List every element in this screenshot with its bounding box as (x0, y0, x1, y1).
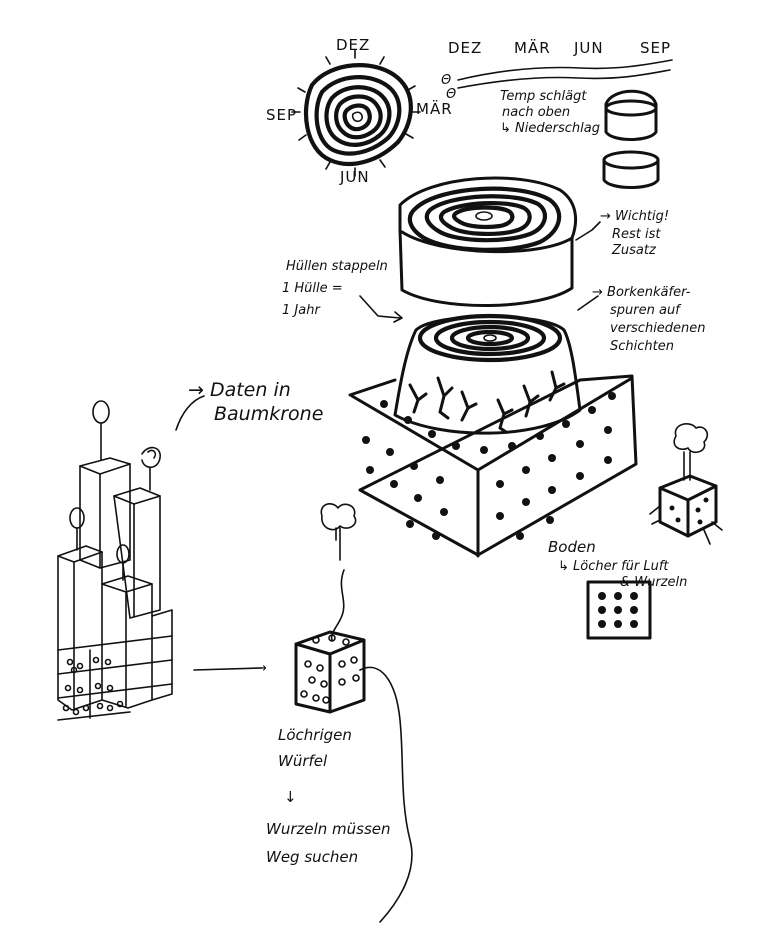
ring-label-sep: SEP (266, 106, 297, 124)
timeline-marker-rain: Θ (446, 87, 456, 102)
temp-note-line: Temp schlägt (500, 89, 587, 104)
disc-bottom (602, 158, 660, 189)
temp-note-line: nach oben (502, 105, 570, 120)
connector-line (577, 295, 599, 311)
cube-note-arrow: ↓ (284, 788, 297, 806)
tree-ring-diagram: DEZ SEP MÄR JUN (266, 36, 453, 186)
layer-stack-diagram (348, 176, 638, 558)
cube-note-line: Weg suchen (266, 848, 358, 866)
timeline-month: MÄR (514, 38, 551, 57)
ring-label-maer: MÄR (416, 99, 453, 118)
timeline-month: DEZ (448, 39, 482, 57)
important-note-line: Rest ist (612, 227, 661, 242)
data-note-line: → Daten in (188, 379, 291, 401)
cube-note-line: Löchrigen (278, 726, 352, 744)
data-note-line: Baumkrone (214, 403, 323, 425)
connector-arrow (359, 295, 403, 323)
soil-grid-diagram (586, 580, 652, 640)
cube-arrow (193, 667, 263, 671)
rain-curve (457, 69, 671, 89)
important-note-line: → Wichtig! (600, 209, 669, 224)
tree-cube-diagram (649, 423, 723, 545)
beetle-note-line: spuren auf (610, 303, 682, 318)
cube-arrow-head: → (256, 661, 267, 676)
timeline-month: SEP (640, 39, 671, 57)
holey-cube-diagram (294, 503, 413, 923)
cube-note-line: Wurzeln müssen (266, 820, 391, 838)
block-stack-diagram (57, 400, 173, 721)
layers-note-line: 1 Hülle = (282, 281, 343, 296)
soil-note-line: & Wurzeln (620, 575, 687, 590)
soil-note-line: ↳ Löcher für Luft (558, 559, 669, 574)
timeline-marker-temp: Θ (441, 73, 451, 88)
soil-note-line: Boden (548, 538, 596, 556)
layers-note-line: 1 Jahr (282, 303, 321, 318)
layers-note-line: Hüllen stappeln (286, 259, 388, 274)
cube-note-line: Würfel (278, 752, 328, 770)
timeline-month: JUN (573, 39, 604, 57)
connector-line (575, 221, 601, 241)
beetle-note-line: → Borkenkäfer- (592, 285, 691, 300)
ring-label-dez: DEZ (336, 36, 370, 54)
beetle-note-line: verschiedenen (610, 321, 706, 336)
temp-curve (457, 59, 673, 81)
timeline-diagram: DEZ MÄR JUN SEP Θ Θ Temp schlägt nach ob… (441, 38, 673, 189)
important-note-line: Zusatz (611, 243, 657, 258)
disc-top (604, 89, 658, 141)
ring-label-jun: JUN (339, 168, 370, 186)
beetle-note-line: Schichten (610, 339, 674, 354)
temp-note-line: ↳ Niederschlag (500, 121, 600, 136)
data-arrow (175, 395, 205, 431)
